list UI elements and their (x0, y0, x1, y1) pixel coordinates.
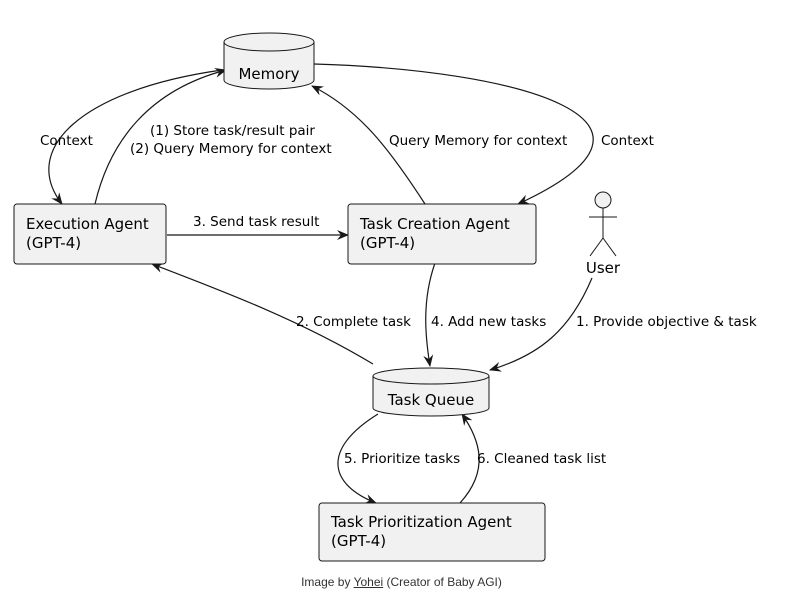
edge-user-to-queue (489, 277, 593, 372)
label-creation-to-queue: 4. Add new tasks (431, 314, 546, 330)
memory-node: Memory (223, 32, 315, 90)
label-user-to-queue: 1. Provide objective & task (576, 314, 757, 330)
edge-creation-to-queue (423, 262, 436, 367)
edge-labels: Context (1) Store task/result pair (2) Q… (40, 123, 757, 467)
caption-prefix: Image by (301, 575, 354, 589)
task-prioritization-agent-node: Task Prioritization Agent (GPT-4) (318, 502, 546, 562)
babyagi-flow-diagram: Memory Execution Agent (GPT-4) Task Crea… (13, 32, 757, 562)
author-link[interactable]: Yohei (353, 575, 384, 589)
execution-agent-model: (GPT-4) (26, 234, 81, 252)
label-prioritization-to-queue: 6. Cleaned task list (477, 451, 606, 467)
label-queue-to-prioritization: 5. Prioritize tasks (344, 451, 460, 467)
execution-agent-title: Execution Agent (26, 215, 149, 233)
edge-creation-to-memory (311, 85, 426, 205)
user-icon (594, 191, 612, 209)
edge-queue-to-execution (151, 263, 374, 365)
edge-queue-to-prioritization (337, 413, 379, 504)
label-execution-to-memory-2: (2) Query Memory for context (130, 141, 332, 157)
edge-execution-to-memory (94, 67, 227, 205)
label-execution-to-memory-1: (1) Store task/result pair (150, 123, 315, 139)
edges (48, 63, 594, 504)
execution-agent-node: Execution Agent (GPT-4) (13, 203, 167, 265)
image-caption: Image by Yohei (Creator of Baby AGI) (0, 575, 803, 589)
label-creation-to-memory: Query Memory for context (389, 133, 567, 149)
label-memory-to-creation: Context (601, 133, 654, 149)
task-queue-label: Task Queue (387, 391, 474, 409)
task-creation-agent-title: Task Creation Agent (359, 215, 510, 233)
caption-suffix: (Creator of Baby AGI) (383, 575, 502, 589)
memory-label: Memory (238, 65, 299, 83)
user-label: User (586, 259, 621, 277)
task-prioritization-agent-title: Task Prioritization Agent (330, 513, 512, 531)
task-creation-agent-node: Task Creation Agent (GPT-4) (347, 203, 537, 265)
user-actor: User (586, 191, 621, 277)
label-queue-to-execution: 2. Complete task (296, 314, 411, 330)
edge-memory-to-creation (313, 63, 594, 205)
label-memory-to-execution: Context (40, 133, 93, 149)
edge-memory-to-execution (48, 69, 223, 205)
label-execution-to-creation: 3. Send task result (193, 214, 319, 230)
edge-prioritization-to-queue (459, 413, 480, 504)
task-prioritization-agent-model: (GPT-4) (331, 532, 386, 550)
task-queue-node: Task Queue (372, 367, 490, 417)
task-creation-agent-model: (GPT-4) (360, 234, 415, 252)
